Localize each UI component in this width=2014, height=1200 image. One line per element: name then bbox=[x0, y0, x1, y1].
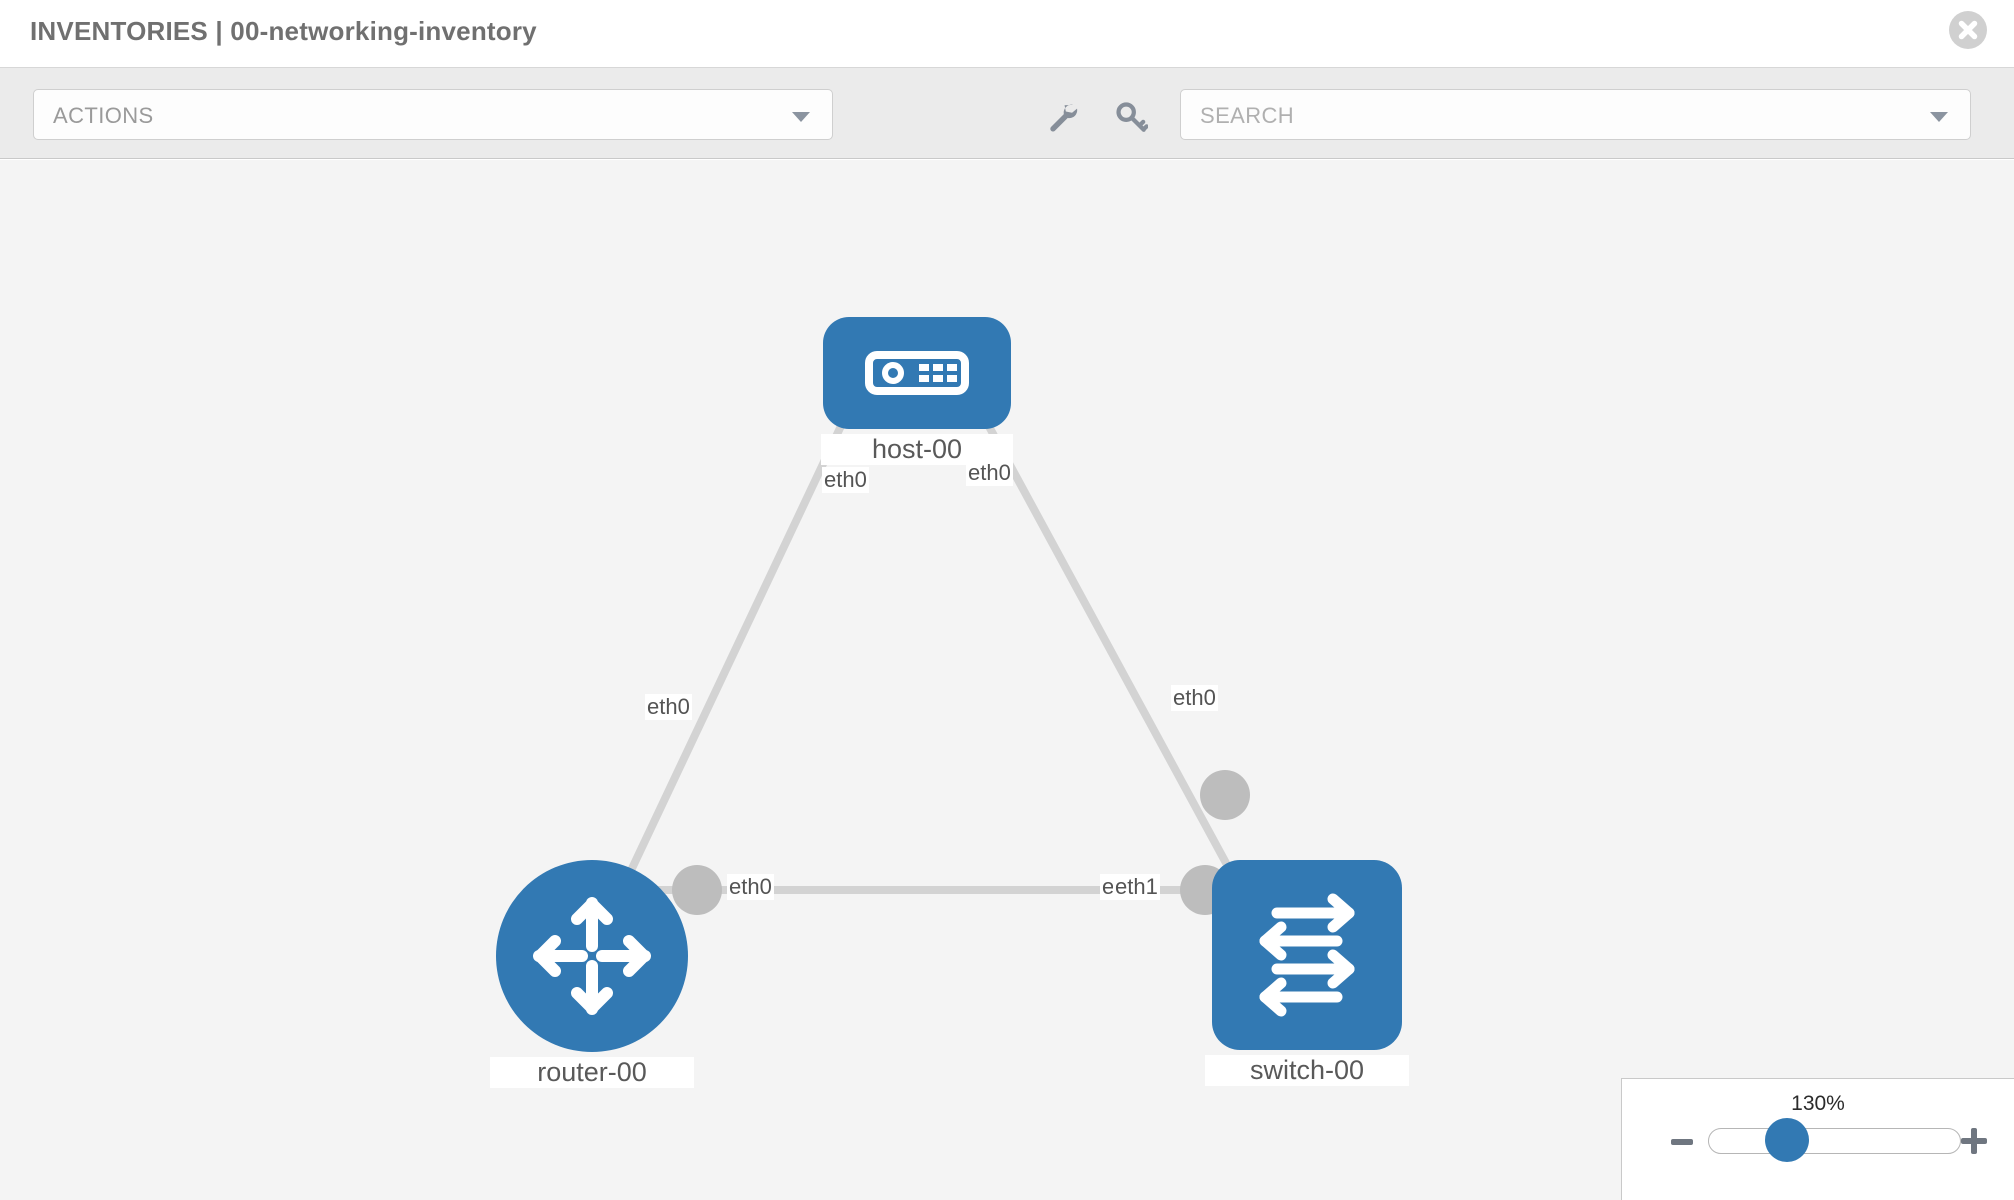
router-node-label: router-00 bbox=[490, 1057, 694, 1088]
search-placeholder: SEARCH bbox=[1200, 103, 1295, 128]
topology-node-host-00[interactable]: host-00 bbox=[821, 317, 1013, 465]
toolbar: ACTIONS SEARCH bbox=[0, 68, 2014, 159]
iface-label-host-eth0-left: eth0 bbox=[822, 467, 869, 493]
actions-dropdown-label: ACTIONS bbox=[53, 103, 154, 128]
zoom-slider-track[interactable] bbox=[1708, 1128, 1961, 1154]
iface-label-host-eth0-right: eth0 bbox=[966, 460, 1013, 486]
iface-dot-switch-eth0-top[interactable] bbox=[1200, 770, 1250, 820]
iface-dot-router-eth0[interactable] bbox=[672, 865, 722, 915]
actions-dropdown[interactable]: ACTIONS bbox=[33, 89, 833, 140]
router-node-shape bbox=[496, 860, 688, 1052]
page-header: INVENTORIES | 00-networking-inventory bbox=[0, 0, 2014, 68]
iface-label-switch-eth0-up: eth0 bbox=[1171, 685, 1218, 711]
zoom-slider-thumb[interactable] bbox=[1765, 1118, 1809, 1162]
topology-node-router-00[interactable]: router-00 bbox=[490, 860, 694, 1088]
chevron-down-icon bbox=[792, 112, 810, 122]
router-arrows-icon bbox=[533, 897, 651, 1015]
iface-label-switch-eth1: eth1 bbox=[1113, 874, 1160, 900]
zoom-level-value: 130% bbox=[1791, 1092, 1845, 1115]
iface-label-router-eth0-right: eth0 bbox=[727, 874, 774, 900]
page-title: INVENTORIES | 00-networking-inventory bbox=[30, 16, 537, 46]
close-icon[interactable] bbox=[1949, 11, 1987, 49]
switch-node-shape bbox=[1212, 860, 1402, 1050]
topology-node-switch-00[interactable]: switch-00 bbox=[1205, 860, 1409, 1086]
host-node-shape bbox=[823, 317, 1011, 429]
search-chevron-down-icon[interactable] bbox=[1930, 112, 1948, 122]
topology-links bbox=[606, 371, 1255, 917]
key-icon[interactable] bbox=[1114, 100, 1149, 134]
zoom-in-button[interactable] bbox=[1961, 1128, 1987, 1154]
host-node-label: host-00 bbox=[821, 434, 1013, 465]
switch-node-label: switch-00 bbox=[1205, 1055, 1409, 1086]
zoom-out-button[interactable] bbox=[1671, 1139, 1693, 1145]
switch-arrows-icon bbox=[1259, 893, 1355, 1017]
topology-canvas[interactable]: host-00 router-00 bbox=[0, 160, 2014, 1200]
iface-label-router-eth0-up: eth0 bbox=[645, 694, 692, 720]
search-input[interactable]: SEARCH bbox=[1180, 89, 1971, 140]
wrench-icon[interactable] bbox=[1046, 100, 1080, 134]
server-icon bbox=[865, 351, 969, 395]
zoom-control-panel: 130% bbox=[1621, 1078, 2014, 1200]
